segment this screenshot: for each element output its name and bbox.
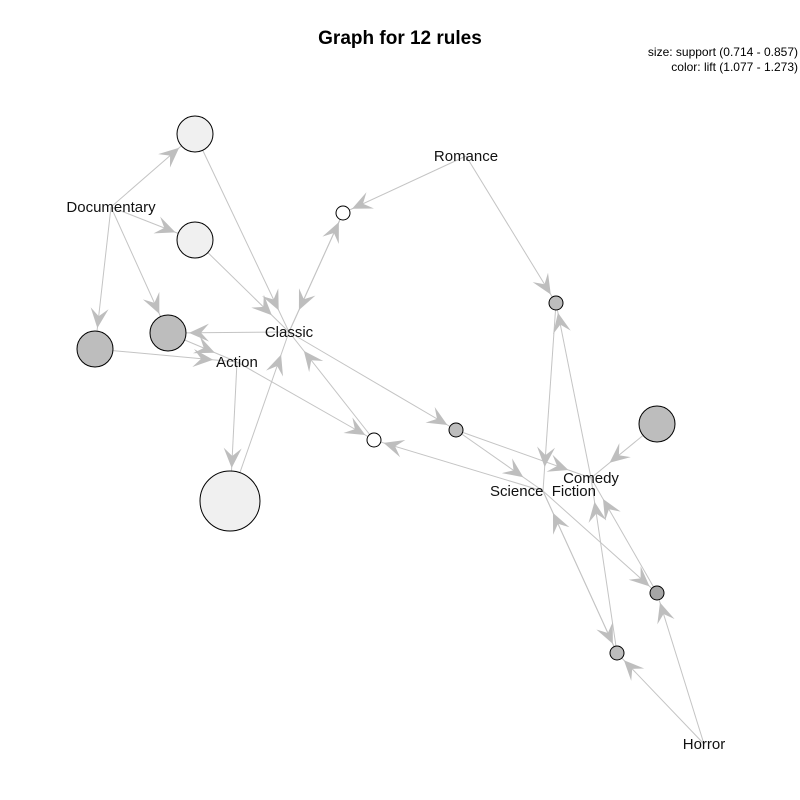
arrowhead-r6-classic (266, 354, 283, 377)
arrowhead-documentary-r2 (153, 216, 176, 234)
edge-romance-r7 (465, 155, 557, 304)
rule-node-r3 (76, 330, 114, 368)
edge-r3-action (94, 348, 238, 363)
arrowhead-r2-classic (251, 294, 272, 316)
arrowhead-horror-r11 (623, 660, 645, 681)
arrowhead-scifi-r8 (383, 440, 406, 458)
graph-title: Graph for 12 rules (318, 28, 482, 49)
edge-comedy-r7 (555, 302, 592, 479)
edge-action-r8 (236, 361, 375, 441)
arrowhead-romance-r5 (352, 192, 375, 209)
arrowhead-horror-r12 (657, 602, 675, 625)
item-label-scifi: Science Fiction (490, 483, 596, 500)
arrowhead-r9-scifi (501, 458, 524, 478)
edge-classic-r4 (167, 331, 290, 334)
arrowhead-r10-comedy (609, 443, 631, 463)
edge-documentary-r1 (110, 133, 196, 208)
arrowhead-r9-comedy (546, 454, 569, 472)
rule-node-layer (76, 115, 676, 661)
arrowhead-r11-comedy (588, 501, 607, 523)
rule-node-r9 (448, 422, 464, 438)
arrowhead-r7-scifi (537, 446, 556, 468)
rule-node-r8 (366, 432, 382, 448)
edge-horror-r12 (656, 592, 705, 745)
rule-node-r2 (176, 221, 214, 259)
arrowhead-action-r8 (343, 417, 366, 436)
item-label-romance: Romance (434, 148, 498, 165)
edge-romance-r5 (342, 155, 467, 214)
rule-node-r7 (548, 295, 564, 311)
legend-color: color: lift (1.077 - 1.273) (671, 60, 798, 74)
arrowhead-action-r6 (223, 447, 242, 469)
rule-node-r1 (176, 115, 214, 153)
edge-r8-classic (288, 331, 375, 441)
edge-r2-classic (194, 239, 290, 333)
arrowhead-classic-r5 (322, 222, 339, 245)
arrowhead-r8-classic (303, 350, 324, 373)
item-label-documentary: Documentary (66, 199, 156, 216)
edge-r9-comedy (455, 429, 592, 479)
edge-classic-r9 (288, 331, 457, 431)
arrowhead-documentary-r1 (158, 147, 180, 168)
edge-scifi-r12 (542, 490, 658, 594)
arrowhead-classic-r9 (425, 407, 448, 425)
arrowhead-r11-scifi (552, 512, 570, 535)
rule-node-r6 (199, 470, 261, 532)
arrowhead-scifi-r12 (628, 566, 650, 587)
rule-node-r5 (335, 205, 351, 221)
rule-node-r12 (649, 585, 665, 601)
item-label-action: Action (216, 354, 258, 371)
rule-node-r11 (609, 645, 625, 661)
arrowhead-r3-action (192, 349, 214, 367)
arrowhead-layer (90, 147, 675, 681)
legend-size: size: support (0.714 - 0.857) (647, 45, 798, 59)
edge-scifi-r8 (373, 439, 544, 492)
edge-r12-comedy (590, 477, 658, 594)
edge-r9-scifi (455, 429, 544, 492)
arrowhead-comedy-r7 (553, 312, 571, 335)
rule-node-r4 (149, 314, 187, 352)
item-label-horror: Horror (683, 736, 726, 753)
arrowhead-romance-r7 (532, 272, 551, 295)
arrowhead-r1-classic (261, 288, 279, 311)
arrowhead-documentary-r3 (90, 307, 109, 329)
arrowhead-r5-classic (298, 288, 316, 311)
rule-node-r10 (638, 405, 676, 443)
edge-r1-classic (194, 133, 290, 333)
arrowhead-scifi-r11 (596, 621, 613, 644)
item-label-classic: Classic (265, 324, 314, 341)
arrowhead-r4-action (192, 336, 215, 354)
arrowhead-documentary-r4 (142, 291, 160, 314)
arrowhead-r12-comedy (602, 498, 621, 521)
item-label-comedy: Comedy (563, 470, 619, 487)
arrowhead-classic-r4 (188, 323, 210, 342)
